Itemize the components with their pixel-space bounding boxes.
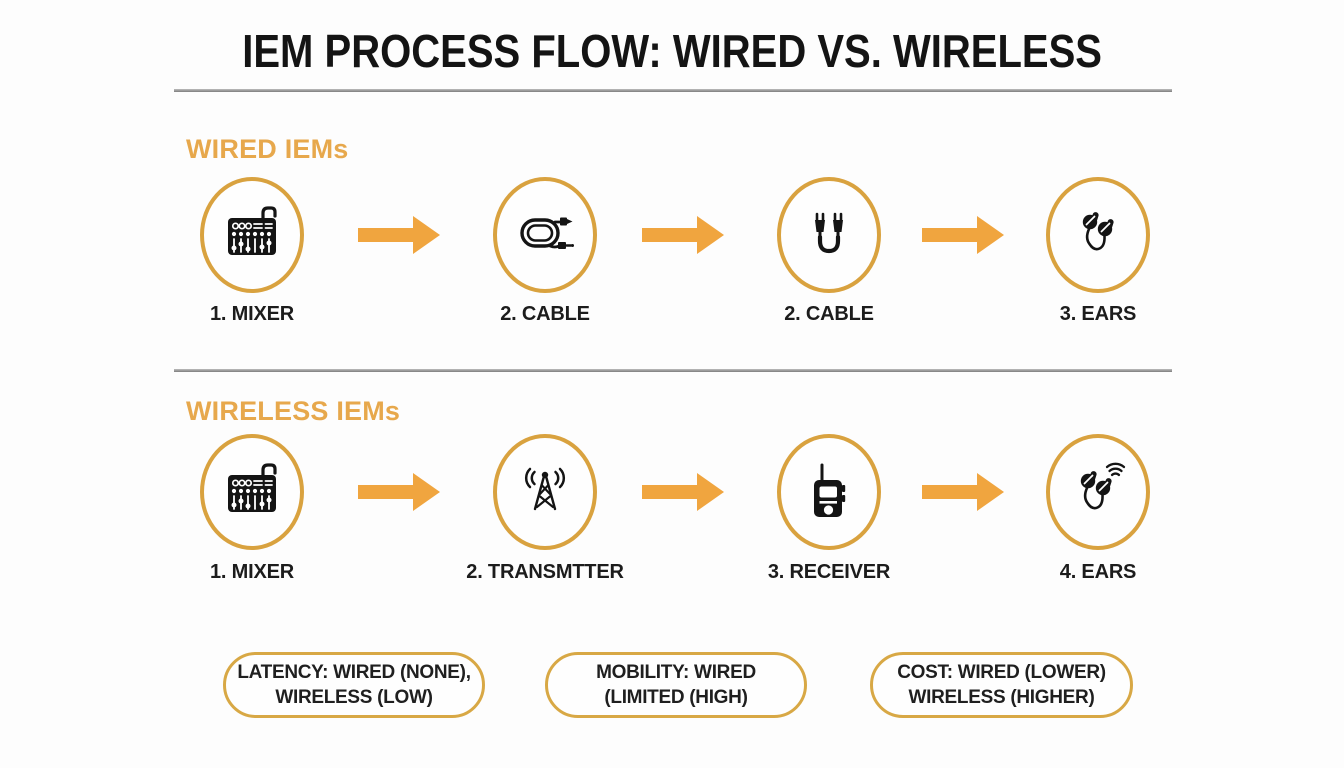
step-label: 3. EARS: [1059, 303, 1137, 325]
step-circle: [777, 434, 881, 550]
step-circle: [777, 177, 881, 293]
title-divider: [174, 89, 1172, 92]
summary-pill-latency: LATENCY: WIRED (NONE), WIRELESS (LOW): [223, 652, 485, 718]
step-label: 2. TRANSMTTER: [466, 561, 624, 583]
step-circle: [1046, 177, 1150, 293]
right-arrow-icon: [642, 216, 724, 254]
pill-line: MOBILITY: WIRED: [596, 662, 756, 683]
step-circle: [200, 177, 304, 293]
step-label: 1. MIXER: [210, 303, 294, 325]
summary-pill-mobility: MOBILITY: WIRED (LIMITED (HIGH): [545, 652, 807, 718]
step-label: 2. CABLE: [784, 303, 874, 325]
step-circle: [200, 434, 304, 550]
pill-line: COST: WIRED (LOWER): [897, 662, 1106, 683]
earbuds-icon: [1082, 212, 1114, 251]
right-arrow-icon: [358, 473, 440, 511]
step-circle: [493, 434, 597, 550]
summary-pill-cost: COST: WIRED (LOWER) WIRELESS (HIGHER): [870, 652, 1133, 718]
right-arrow-icon: [922, 216, 1004, 254]
transmitter-icon: [525, 467, 565, 511]
pill-line: WIRELESS (HIGHER): [908, 687, 1095, 708]
title-row: IEM PROCESS FLOW: WIRED VS. WIRELESS: [0, 24, 1344, 78]
pill-line: LATENCY: WIRED (NONE),: [237, 662, 471, 683]
section-divider: [174, 369, 1172, 372]
step-label: 4. EARS: [1059, 561, 1137, 583]
section-heading-wired: WIRED IEMs: [186, 134, 349, 164]
cable-plugs-icon: [815, 212, 843, 254]
right-arrow-icon: [642, 473, 724, 511]
page-title: IEM PROCESS FLOW: WIRED VS. WIRELESS: [242, 25, 1102, 77]
mixer-icon: [228, 206, 277, 255]
step-circle: [493, 177, 597, 293]
step-label: 2. CABLE: [500, 303, 590, 325]
right-arrow-icon: [922, 473, 1004, 511]
cable-coil-icon: [520, 217, 574, 249]
section-heading-wireless: WIRELESS IEMs: [186, 396, 401, 426]
right-arrow-icon: [358, 216, 440, 254]
step-circle: [1046, 434, 1150, 550]
wireless-earbuds-icon: [1080, 462, 1126, 510]
step-label: 3. RECEIVER: [767, 561, 891, 583]
pill-line: (LIMITED (HIGH): [604, 687, 748, 708]
receiver-icon: [814, 463, 846, 517]
step-label: 1. MIXER: [210, 561, 294, 583]
pill-line: WIRELESS (LOW): [275, 687, 433, 708]
mixer-icon: [228, 463, 277, 512]
